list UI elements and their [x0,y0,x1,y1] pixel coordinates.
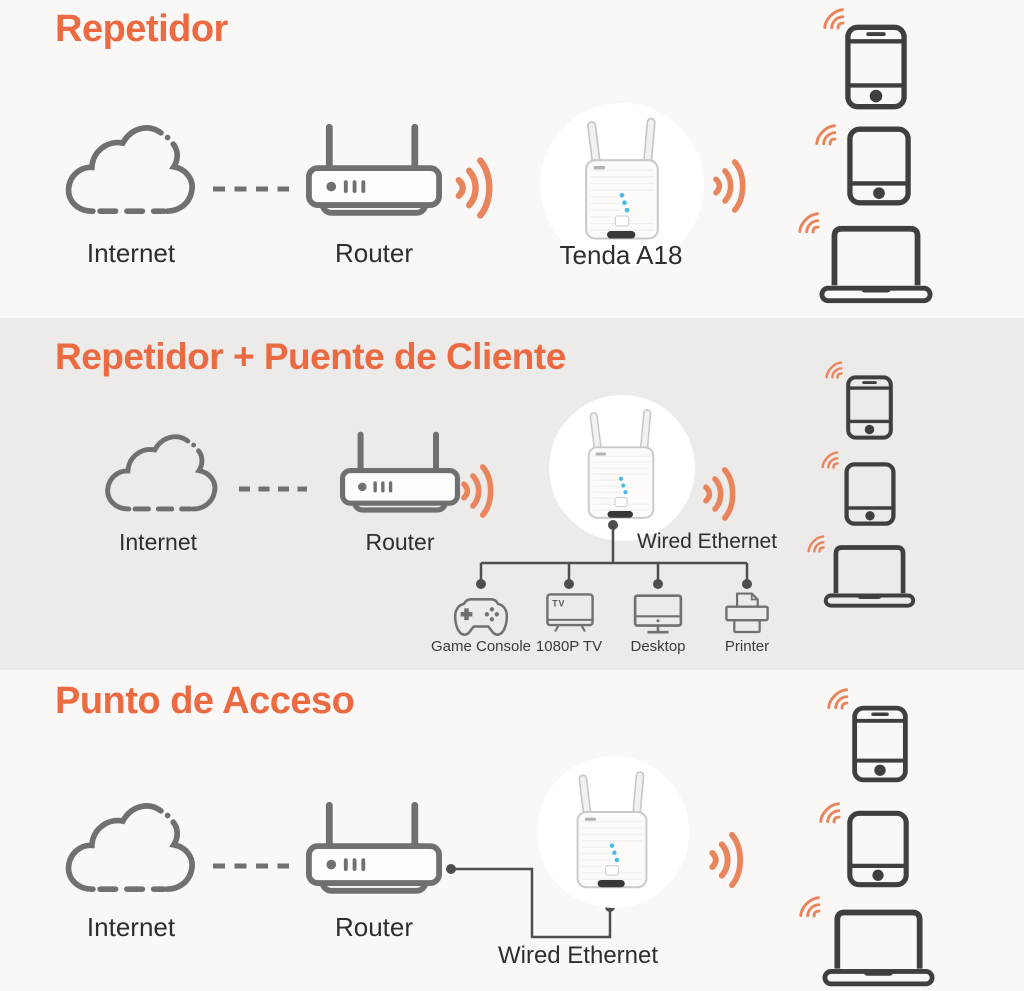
wired-network-lines [476,520,752,589]
section-access-point: Punto de Acceso Internet Router Wired Et… [0,670,1024,991]
internet-label: Internet [86,238,176,268]
internet-label: Internet [119,529,197,555]
smartphone-icon [852,703,908,785]
tablet-icon [847,810,909,888]
tenda-extender-image [572,110,672,252]
section-repeater-client-bridge: Repetidor + Puente de Cliente Internet R… [0,318,1024,670]
smartphone-icon [845,24,907,110]
router-label: Router [334,912,414,942]
wired-client-label: Game Console [430,638,532,655]
game-console-icon [452,595,510,639]
internet-cloud-icon [62,120,198,224]
section-repeater: Repetidor Internet Router Tenda A18 [0,0,1024,318]
tablet-icon [847,126,911,206]
wired-client-label: Printer [724,638,770,655]
wired-client-label: Desktop [630,638,686,655]
wired-ethernet-label: Wired Ethernet [637,530,778,553]
wifi-waves-icon [806,115,847,156]
tenda-extender-image [564,763,660,901]
wifi-signal-icon [706,822,750,898]
wired-ethernet-label: Wired Ethernet [497,942,659,969]
desktop-icon [632,593,684,637]
wifi-signal-icon [700,458,742,530]
tv-icon [545,591,595,635]
laptop-icon [822,908,935,987]
smartphone-icon [846,374,893,441]
tablet-icon [843,462,897,526]
internet-label: Internet [86,912,176,942]
dashed-link-line [213,186,289,192]
router-label: Router [365,529,435,555]
router-label: Router [334,238,414,268]
printer-icon [724,588,770,638]
wired-client-label: 1080P TV [535,638,603,655]
wifi-signal-icon [710,150,752,222]
router-icon [306,122,442,222]
section-title: Punto de Acceso [55,680,355,722]
laptop-icon [822,544,917,608]
section-title: Repetidor [55,8,228,50]
laptop-icon [819,224,933,304]
section-title: Repetidor + Puente de Cliente [55,336,566,377]
extender-label: Tenda A18 [559,240,683,270]
wifi-signal-icon [452,146,500,230]
